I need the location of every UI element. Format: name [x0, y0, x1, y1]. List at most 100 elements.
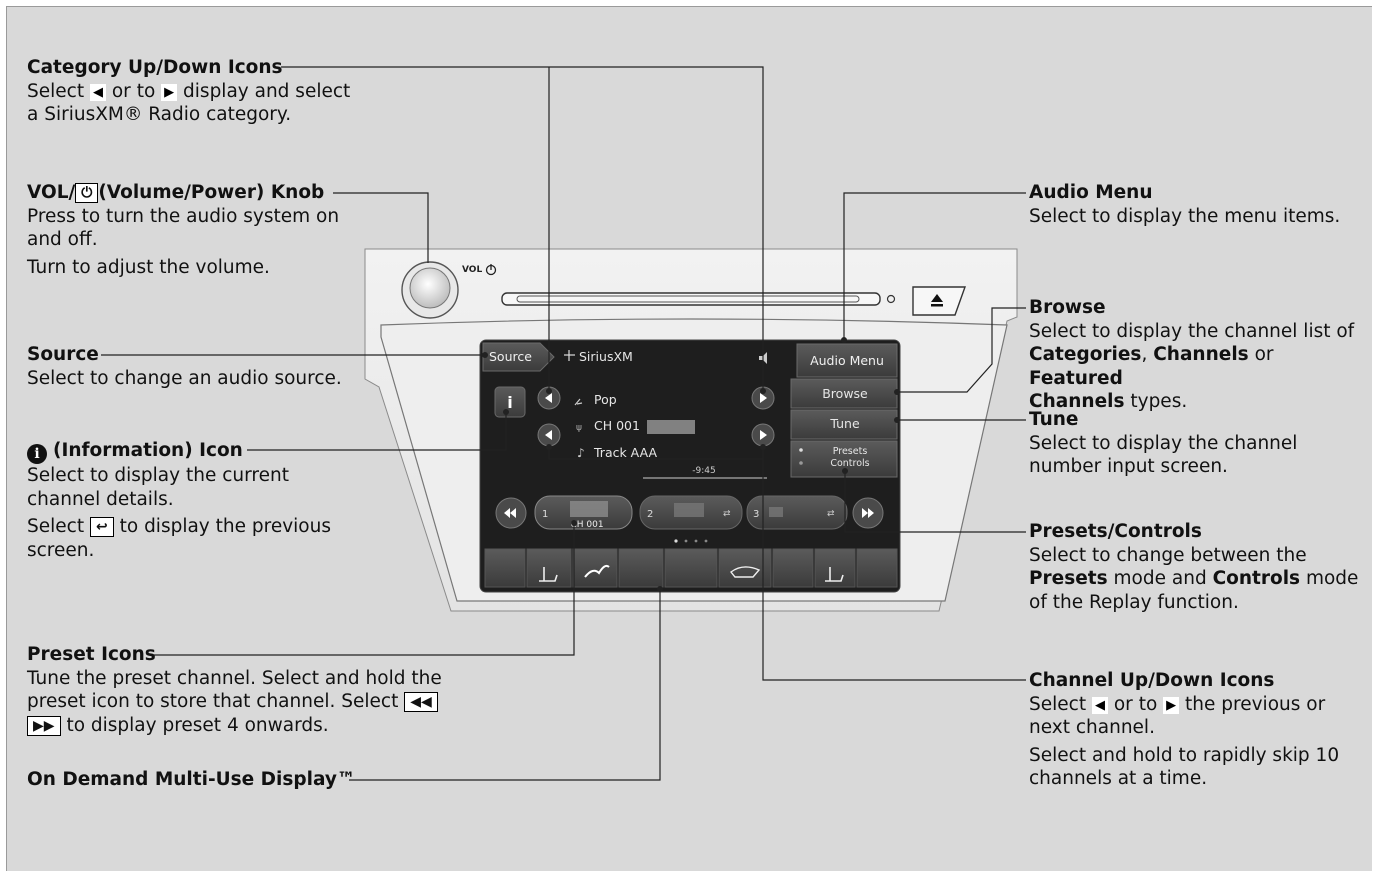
climate-button[interactable] [664, 548, 718, 588]
presets-controls-title: Presets/Controls [1029, 521, 1202, 542]
shuffle-icon: ⇄ [723, 509, 731, 519]
presets-controls-text: mode [1300, 568, 1359, 589]
category-text: or [111, 80, 131, 102]
vol-line-3: Turn to adjust the volume. [27, 256, 270, 278]
now-playing-info: Pop ψ CH 001 ♪ Track AAA -9:45 [574, 392, 767, 479]
info-icon: i [507, 393, 512, 412]
cd-slot[interactable] [501, 292, 881, 306]
browse-title: Browse [1029, 297, 1106, 318]
fast-forward-button[interactable] [852, 497, 884, 529]
fan-button[interactable] [572, 548, 618, 588]
knob-label: VOL [462, 265, 482, 275]
climate-button[interactable] [484, 548, 526, 588]
page-indicator [674, 539, 708, 543]
channel-line-4: channels at a time. [1029, 768, 1208, 789]
preset-line-1: Tune the preset channel. Select and hold… [27, 667, 442, 689]
left-arrow-icon: ◀ [89, 83, 106, 101]
seat-heater-icon [539, 567, 558, 582]
browse-label: Browse [822, 386, 868, 401]
tune-line-1: Select to display the channel [1029, 432, 1298, 454]
browse-text: Categories [1029, 344, 1142, 365]
right-arrow-icon [760, 393, 767, 403]
source-label: Source [489, 349, 532, 364]
browse-annotation: Browse Select to display the channel lis… [1029, 296, 1369, 414]
preset-1-button[interactable]: 1 CH 001 [534, 495, 633, 530]
tune-title: Tune [1029, 409, 1079, 430]
browse-text: Channels [1153, 344, 1249, 365]
channel-title: Channel Up/Down Icons [1029, 670, 1275, 691]
channel-annotation: Channel Up/Down Icons Select ◀ or to ▶ t… [1029, 669, 1369, 791]
presets-controls-line-1: Select to change between the [1029, 544, 1307, 566]
category-text: display and select [183, 80, 351, 102]
browse-text: types. [1124, 391, 1188, 412]
info-button[interactable]: i [494, 386, 526, 418]
track-name: Track AAA [593, 445, 657, 460]
rewind-icon: ◀◀ [404, 692, 438, 712]
audio-menu-title: Audio Menu [1029, 182, 1153, 203]
preset-annotation: Preset Icons Tune the preset channel. Se… [27, 643, 477, 737]
channel-text: Select [1029, 693, 1087, 715]
tune-button[interactable]: Tune [790, 409, 898, 440]
audio-menu-button[interactable]: Audio Menu [796, 343, 898, 378]
vol-title: VOL/⏻(Volume/Power) Knob [27, 181, 367, 205]
rewind-icon [504, 508, 516, 518]
preset-line-2: preset icon to store that channel. Selec… [27, 690, 477, 714]
category-text: Select [27, 80, 85, 102]
preset-2-button[interactable]: 2 ⇄ [639, 495, 743, 530]
category-text: to [136, 80, 156, 102]
ondemand-annotation: On Demand Multi-Use Display™ [27, 768, 367, 792]
defrost-icon [730, 566, 761, 578]
channel-name: CH 001 [594, 418, 640, 433]
browse-line-3: Channels types. [1029, 390, 1369, 414]
tune-annotation: Tune Select to display the channel numbe… [1029, 408, 1369, 479]
source-line-1: Select to change an audio source. [27, 367, 342, 389]
info-title-text: (Information) Icon [53, 440, 243, 461]
category-line-1: Select ◀ or to ▶ display and select [27, 80, 367, 104]
channel-text: the previous or [1185, 693, 1326, 715]
defrost-button[interactable] [718, 548, 772, 588]
preset-3-number: 3 [753, 509, 759, 520]
climate-button[interactable] [772, 548, 814, 588]
service-label: SiriusXM [579, 349, 633, 364]
back-icon: ↩ [89, 517, 114, 537]
browse-line-1: Select to display the channel list of [1029, 320, 1355, 342]
music-note-icon: ♪ [577, 446, 585, 460]
diagram-page: VOL Source SiriusXM Audio Me [6, 6, 1372, 871]
category-up-button[interactable] [537, 386, 561, 410]
audio-menu-label: Audio Menu [810, 353, 884, 368]
info-line-3: Select ↩ to display the previous [27, 515, 367, 539]
presets-controls-text: mode and [1107, 568, 1213, 589]
preset-text: preset icon to store that channel. Selec… [27, 691, 399, 712]
fast-forward-icon [862, 508, 874, 518]
category-down-button[interactable] [751, 386, 775, 410]
climate-button[interactable] [856, 548, 898, 588]
category-name: Pop [594, 392, 617, 407]
presets-label: Presets [833, 446, 868, 457]
source-button[interactable]: Source [482, 342, 555, 372]
controls-label: Controls [830, 458, 869, 469]
browse-button[interactable]: Browse [790, 378, 898, 409]
climate-button[interactable] [618, 548, 664, 588]
presets-controls-line-3: of the Replay function. [1029, 591, 1239, 613]
preset-line-3: ▶▶ to display preset 4 onwards. [27, 714, 477, 738]
volume-knob[interactable] [401, 261, 459, 319]
channel-text: or [1113, 693, 1133, 715]
presets-controls-text: Controls [1212, 568, 1301, 589]
channel-line-2: next channel. [1029, 717, 1155, 738]
info-line-4: screen. [27, 539, 95, 561]
preset-3-button[interactable]: 3 ⇄ [746, 495, 848, 530]
head-unit: VOL Source SiriusXM Audio Me [364, 248, 1018, 612]
info-title: i (Information) Icon [27, 439, 367, 464]
channel-down-button[interactable] [537, 423, 561, 447]
seat-heater-icon [825, 567, 844, 582]
rewind-button[interactable] [495, 497, 527, 529]
fan-icon [584, 564, 610, 578]
browse-text: , [1141, 344, 1154, 365]
leader-lines [101, 66, 1026, 781]
channel-line-3: Select and hold to rapidly skip 10 [1029, 744, 1340, 766]
category-line-2: a SiriusXM® Radio category. [27, 104, 292, 125]
channel-up-button[interactable] [751, 423, 775, 447]
vol-line-1: Press to turn the audio system on [27, 205, 340, 227]
info-annotation: i(Information) Icon Select to display th… [27, 439, 367, 562]
info-icon: i [27, 444, 47, 464]
